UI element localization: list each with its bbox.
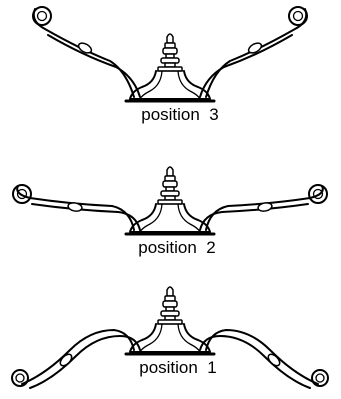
position-label: position 2 <box>138 238 216 257</box>
position-label: position 1 <box>139 358 217 377</box>
position-label: position 3 <box>141 105 219 124</box>
lamp-figure-position-2: position 2 <box>12 165 328 257</box>
lamp-figure-position-1: position 1 <box>11 285 329 389</box>
lamp-figure-position-3: position 3 <box>32 6 308 124</box>
